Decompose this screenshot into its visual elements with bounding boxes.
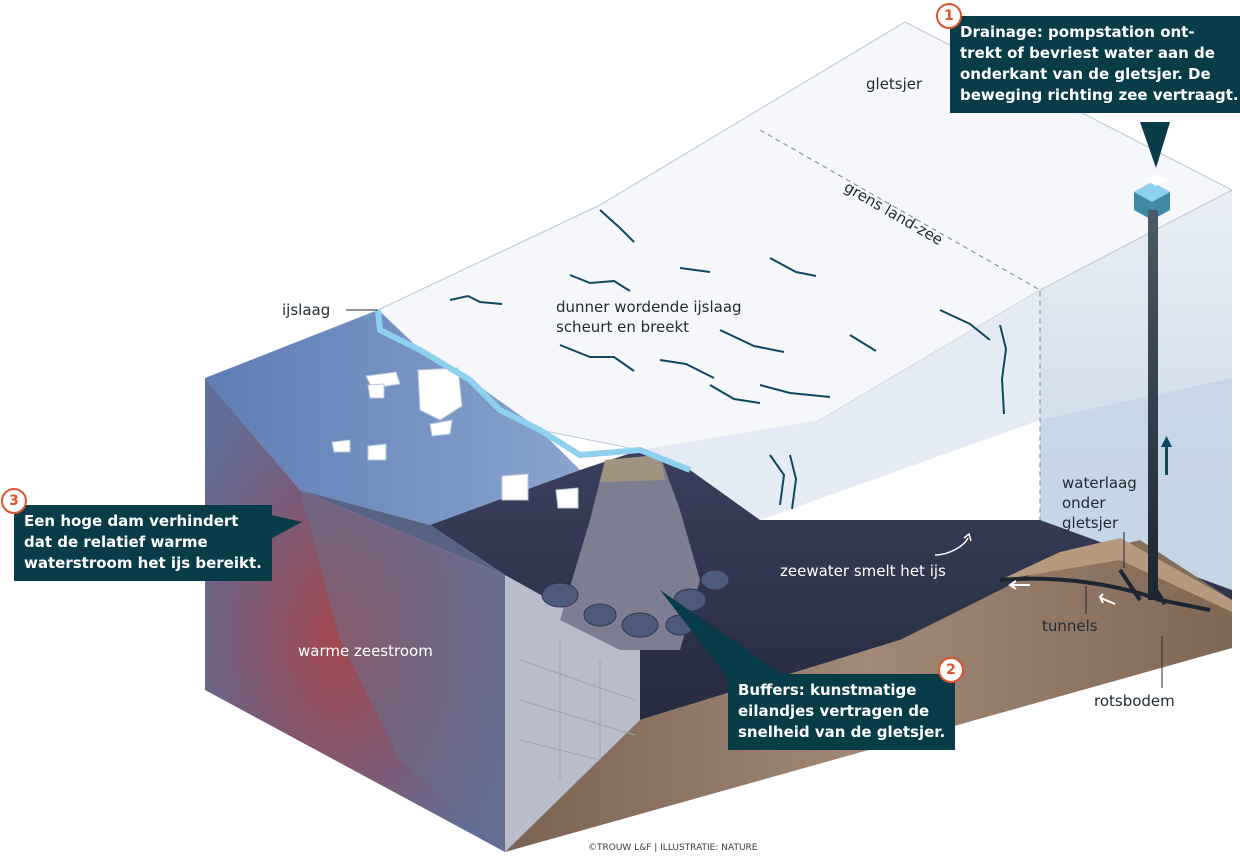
buffer-island (560, 455, 700, 650)
label-tunnels: tunnels (1042, 617, 1098, 635)
drainage-pipe (1148, 210, 1158, 600)
callout-pointer-2 (660, 590, 790, 680)
dam-block (505, 575, 640, 852)
label-rotsbodem: rotsbodem (1094, 692, 1175, 710)
callout-line: waterstroom het ijs bereikt. (24, 554, 262, 572)
ice-cliff-edge (375, 309, 692, 473)
callout-line: Drainage: pompstation ont- (960, 23, 1195, 41)
callout-badge-2: 2 (938, 657, 964, 683)
pump-station-icon (1134, 174, 1170, 220)
rock-top-ridge (1000, 538, 1232, 612)
upward-arrow-icon (1161, 436, 1172, 475)
label-dunner-2: scheurt en breekt (556, 318, 690, 336)
callout-badge-3: 3 (1, 488, 27, 514)
glacier-submerged-side (1040, 378, 1232, 590)
label-waterlaag-2: onder (1062, 494, 1106, 512)
callout-line: eilandjes vertragen de (738, 702, 930, 720)
callout-drainage: Drainage: pompstation ont- trekt of bevr… (950, 16, 1240, 113)
label-dunner-1: dunner wordende ijslaag (556, 298, 742, 316)
label-gletsjer: gletsjer (866, 75, 923, 93)
callout-badge-1: 1 (936, 3, 962, 29)
flow-arrows (1008, 580, 1116, 605)
callout-line: beweging richting zee vertraagt. (960, 86, 1239, 104)
label-warme-zeestroom: warme zeestroom (298, 642, 433, 660)
callout-line: trekt of bevriest water aan de (960, 44, 1215, 62)
buffer-island-top (600, 455, 665, 482)
label-waterlaag-3: gletsjer (1062, 514, 1119, 532)
label-waterlaag-1: waterlaag (1062, 474, 1137, 492)
dam-front (300, 490, 505, 852)
callout-pointer-1 (1140, 122, 1170, 168)
callout-line: Buffers: kunstmatige (738, 681, 917, 699)
callout-buffers: Buffers: kunstmatige eilandjes vertragen… (728, 674, 956, 750)
label-ijslaag: ijslaag (282, 301, 331, 319)
melt-arrow (934, 537, 969, 556)
callout-dam: Een hoge dam verhindert dat de relatief … (14, 505, 272, 581)
sea-surface (205, 310, 580, 525)
glacier-front-face (640, 290, 1040, 520)
label-zeewater: zeewater smelt het ijs (780, 562, 946, 580)
leader-lines (346, 309, 1163, 688)
callout-line: onderkant van de gletsjer. De (960, 65, 1211, 83)
credit: ©TROUW L&F | ILLUSTRATIE: NATURE (588, 843, 758, 853)
crevasses (449, 209, 1008, 510)
callout-line: Een hoge dam verhindert (24, 512, 239, 530)
dam-brick-lines (519, 640, 636, 780)
callout-line: snelheid van de gletsjer. (738, 723, 946, 741)
callout-line: dat de relatief warme (24, 533, 208, 551)
